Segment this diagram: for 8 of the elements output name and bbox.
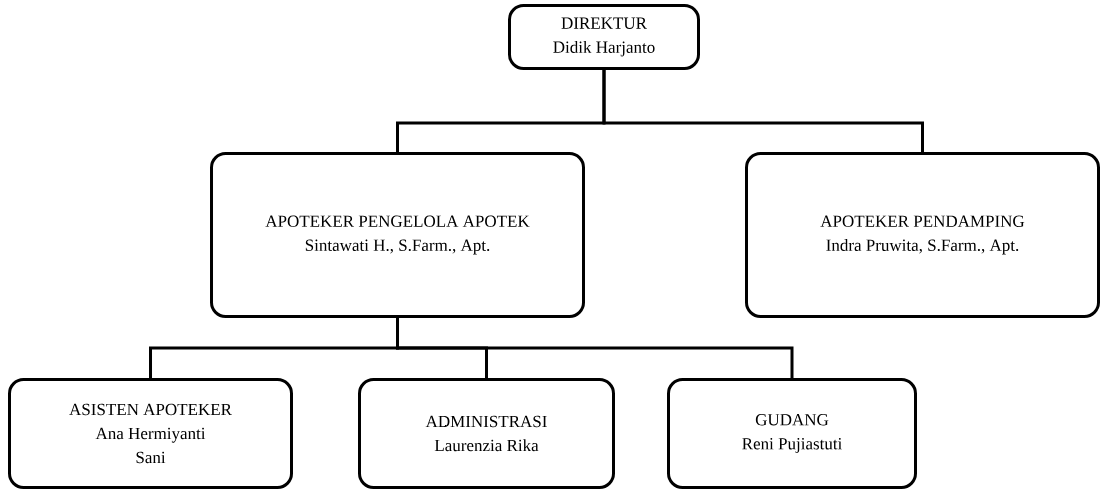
- org-box: APOTEKER PENGELOLA APOTEK Sintawati H., S.Farm., Apt.: [210, 152, 585, 318]
- org-box: DIREKTUR Didik Harjanto: [508, 4, 700, 70]
- org-box: GUDANG Reni Pujiastuti: [667, 378, 917, 489]
- org-box: APOTEKER PENDAMPING Indra Pruwita, S.Farm., Apt.: [745, 152, 1100, 318]
- connector-line: [602, 70, 924, 152]
- connector-line: [396, 318, 794, 378]
- org-box: ADMINISTRASI Laurenzia Rika: [358, 378, 615, 489]
- org-box: ASISTEN APOTEKER Ana Hermiyanti Sani: [8, 378, 293, 489]
